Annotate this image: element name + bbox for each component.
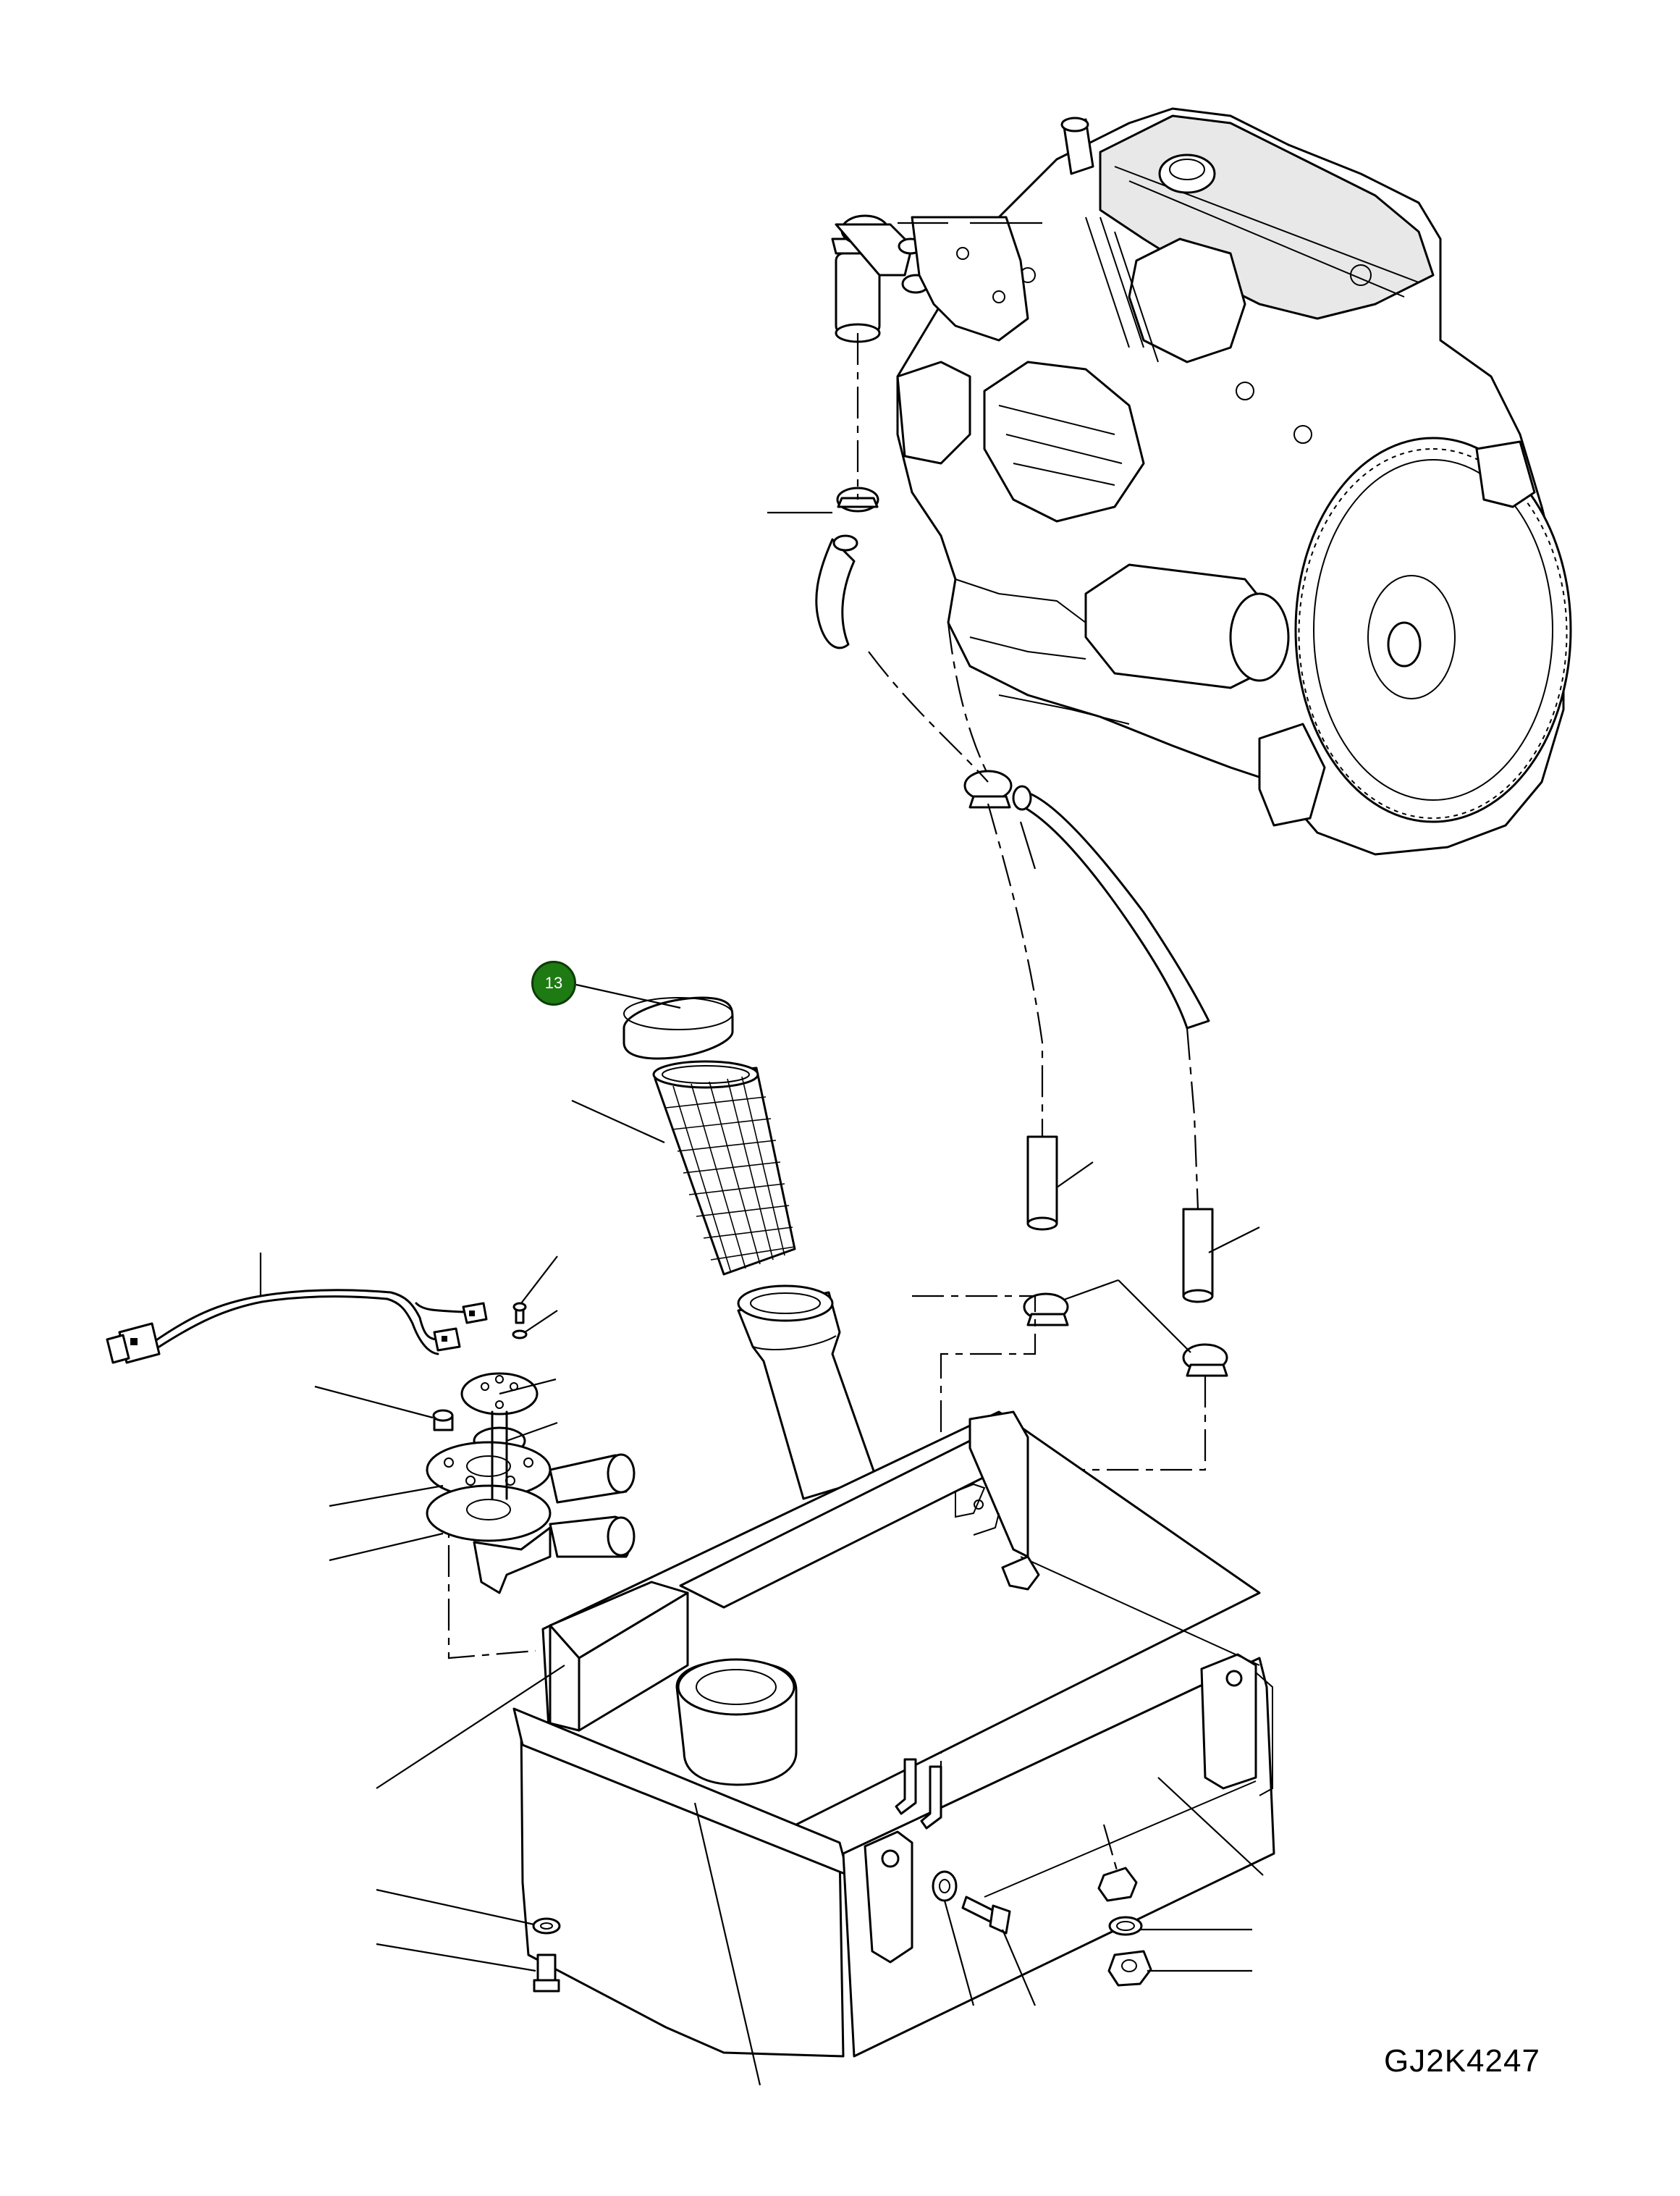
leader-line: [1118, 1279, 1191, 1353]
leader-line: [499, 1378, 557, 1395]
engine-assembly: [896, 107, 1572, 856]
leader-line: [376, 1943, 536, 1972]
centerline: [947, 622, 989, 775]
fuel-filter-assembly: [831, 214, 1029, 343]
leader-line: [571, 1099, 665, 1144]
leader-line: [575, 983, 681, 1009]
leader-line: [506, 1421, 558, 1442]
centerline: [987, 803, 1044, 1137]
fuel-hose-feed: [963, 770, 1210, 1030]
centerline: [447, 1492, 536, 1659]
centerline: [1186, 1027, 1199, 1210]
leader-line: [943, 1900, 975, 2006]
leader-line: [1056, 1161, 1094, 1188]
centerline: [868, 651, 989, 783]
leader-line: [520, 1255, 558, 1304]
filler-neck: [737, 1284, 877, 1500]
leader-line: [1208, 1227, 1260, 1253]
leader-line: [314, 1385, 434, 1419]
drawing-code-label: GJ2K4247: [1384, 2043, 1540, 2079]
leader-line: [693, 1802, 761, 2086]
fuel-tank: [512, 1410, 1275, 2058]
sender-screw: [512, 1302, 528, 1339]
fuel-hose-pipes: [1023, 1135, 1228, 1377]
leader-line: [329, 1532, 444, 1562]
tank-fasteners: [932, 1867, 1152, 1987]
leader-line: [524, 1310, 558, 1333]
fuel-sender-unit: [426, 1372, 636, 1594]
fuel-strainer: [652, 1060, 796, 1276]
centerline: [912, 1295, 1037, 1767]
leader-line: [376, 1888, 535, 1926]
tank-mounting-bolt: [532, 1917, 561, 1993]
centerline: [1102, 1824, 1120, 1876]
leader-line: [1157, 1777, 1264, 1876]
leader-line: [376, 1665, 565, 1789]
wiring-harness: [106, 1289, 488, 1364]
callout-13-badge[interactable]: 13: [531, 961, 576, 1006]
leader-line: [329, 1484, 444, 1507]
leader-line: [1001, 1929, 1037, 2006]
fuel-hose-return: [815, 487, 879, 649]
leader-line: [1063, 1279, 1119, 1301]
